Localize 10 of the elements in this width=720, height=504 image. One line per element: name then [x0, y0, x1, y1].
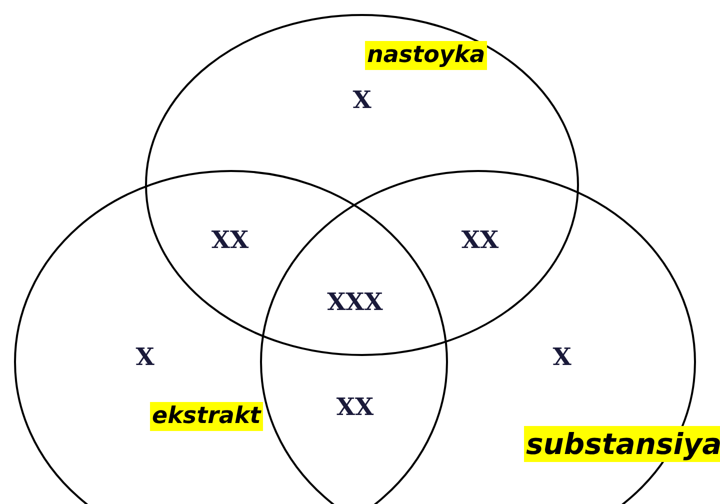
count-mark: XXX: [327, 290, 383, 314]
count-mark: X: [136, 345, 154, 369]
count-mark: XX: [211, 228, 249, 252]
set-label: nastoyka: [365, 41, 488, 70]
count-mark: X: [552, 345, 572, 369]
count-mark: XX: [461, 228, 499, 252]
count-mark: X: [352, 88, 372, 112]
count-mark: XX: [336, 395, 374, 419]
set-label: substansiya: [524, 426, 720, 462]
set-label: ekstrakt: [150, 402, 263, 431]
